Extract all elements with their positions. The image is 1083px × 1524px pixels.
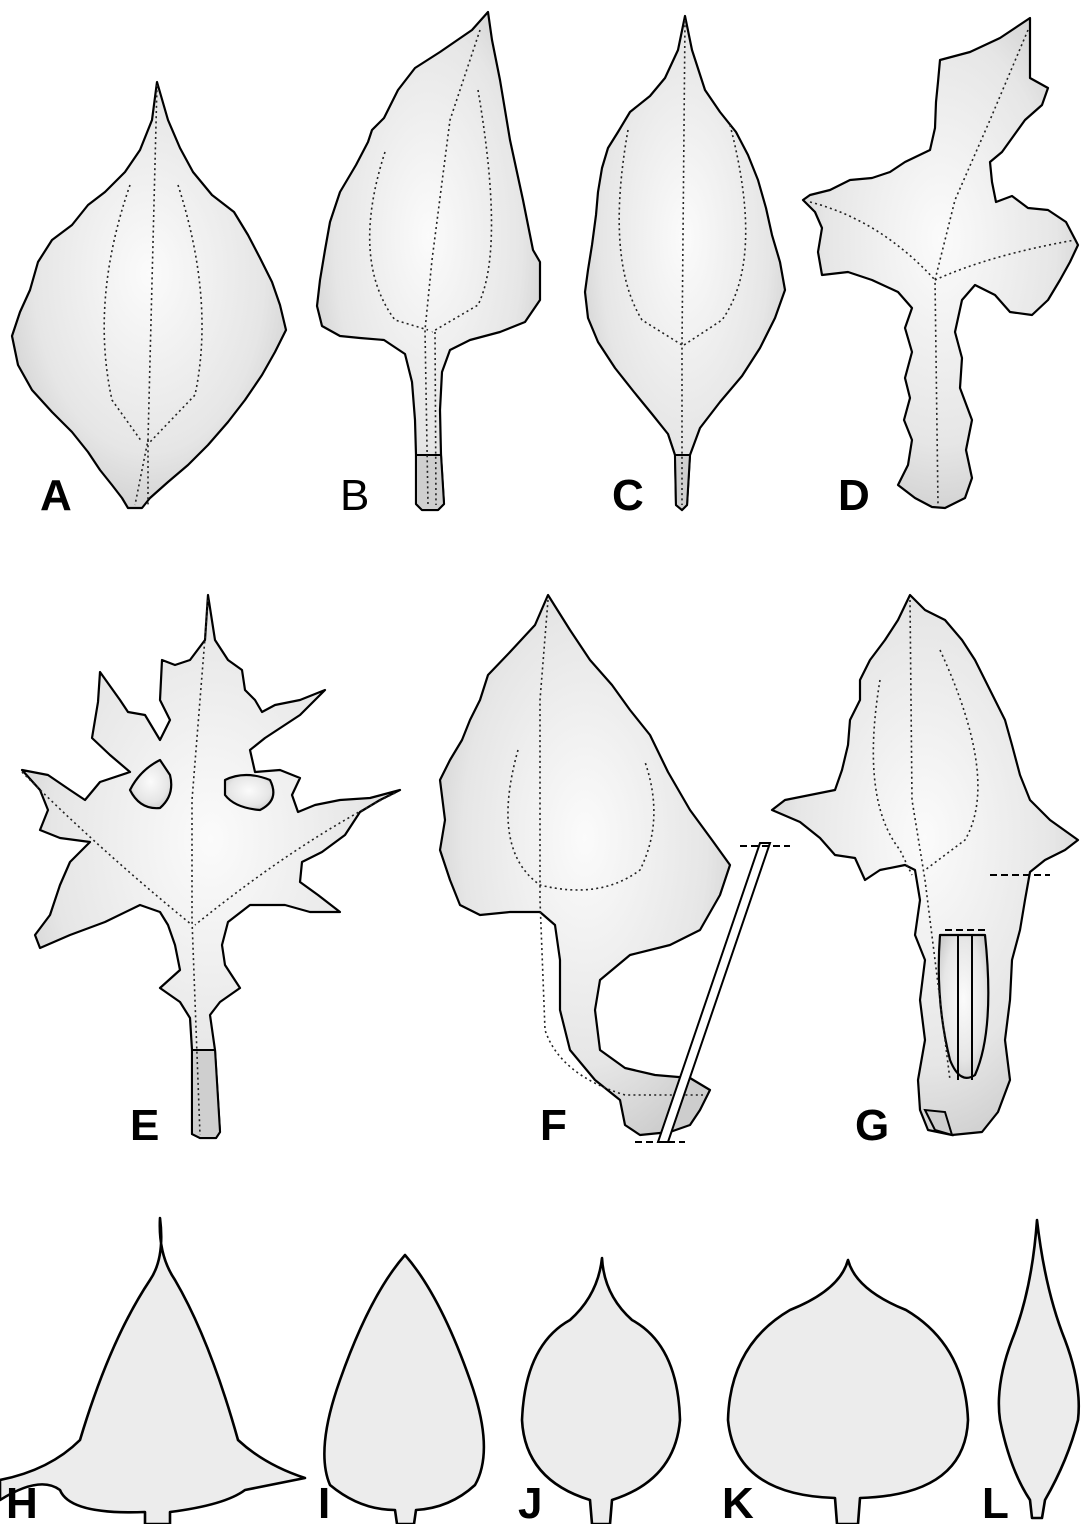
leaf-i [324, 1255, 484, 1524]
leaf-c [585, 16, 785, 510]
leaf-h [0, 1218, 305, 1524]
panel-label-h: H [6, 1479, 38, 1524]
leaf-d [803, 18, 1078, 508]
leaf-f [440, 595, 790, 1142]
leaf-k [728, 1260, 968, 1524]
leaf-j [522, 1258, 680, 1524]
panel-label-f: F [540, 1101, 567, 1150]
leaf-a [12, 82, 286, 508]
leaf-l [999, 1220, 1079, 1518]
panel-label-e: E [130, 1101, 159, 1150]
leaf-g [772, 595, 1078, 1135]
panel-label-b: B [340, 471, 369, 520]
panel-label-d: D [838, 471, 870, 520]
leaf-b [317, 12, 540, 510]
leaf-e [22, 595, 400, 1138]
panel-label-k: K [722, 1479, 754, 1524]
panel-label-c: C [612, 471, 644, 520]
panel-label-g: G [855, 1101, 889, 1150]
panel-label-l: L [982, 1479, 1009, 1524]
panel-label-j: J [518, 1479, 542, 1524]
panel-label-a: A [40, 471, 72, 520]
panel-label-i: I [318, 1479, 330, 1524]
